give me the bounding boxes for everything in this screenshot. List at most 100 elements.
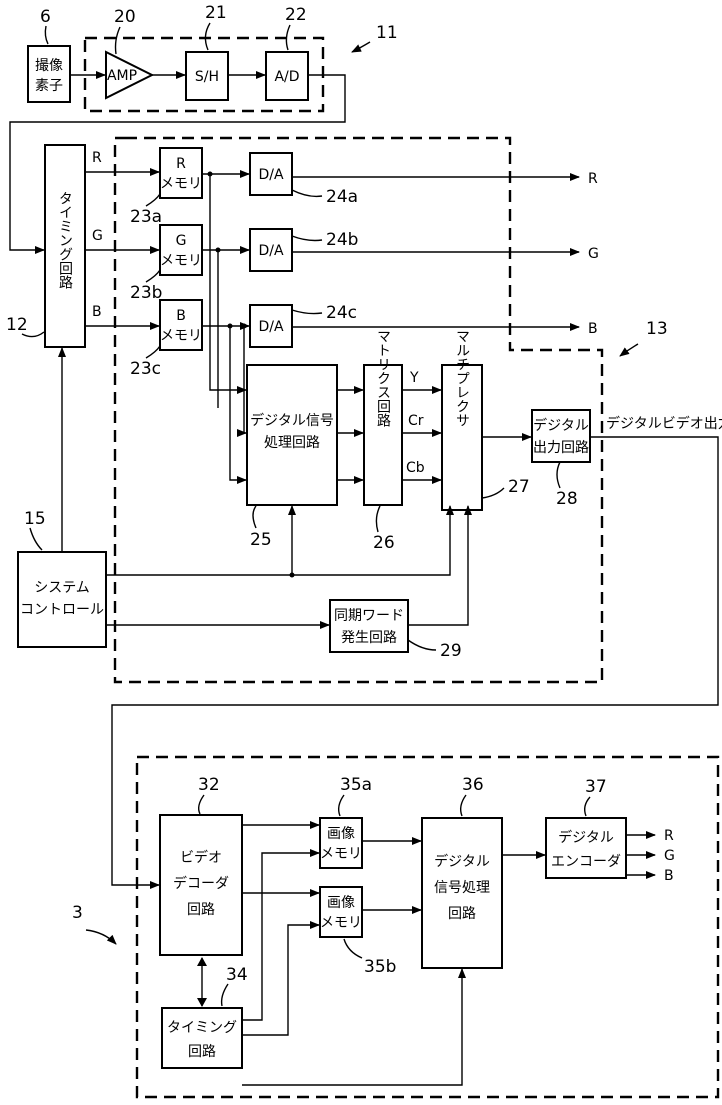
leader-24c — [292, 310, 322, 314]
ref-26: 26 — [373, 533, 395, 553]
leader-23b — [146, 270, 160, 282]
dsp-label-2: 処理回路 — [264, 435, 320, 451]
amp-label: AMP — [107, 68, 137, 84]
leader-22 — [286, 25, 290, 50]
ref-11: 11 — [376, 23, 398, 43]
leader-24a — [292, 190, 322, 196]
matrix-label: マトリクス回路 — [375, 329, 391, 427]
leader-15 — [30, 528, 42, 550]
leader-13 — [620, 344, 638, 356]
junction — [242, 324, 247, 329]
system-control-box — [18, 552, 106, 647]
system-control-label-1: システム — [34, 580, 90, 596]
enc-r-label: R — [664, 828, 674, 844]
leader-37 — [585, 797, 590, 816]
ref-6: 6 — [40, 7, 51, 27]
sync-word-label-2: 発生回路 — [341, 630, 397, 646]
imager-label-2: 素子 — [35, 78, 63, 94]
leader-36 — [461, 795, 466, 816]
out-b-label: B — [588, 321, 598, 337]
leader-27 — [482, 488, 504, 498]
ref-21: 21 — [205, 3, 227, 23]
leader-25 — [253, 506, 256, 528]
ref-12: 12 — [6, 315, 28, 335]
wire-sys-mux — [106, 506, 450, 575]
sig-cb-label: Cb — [406, 460, 425, 476]
wire-tim-mema — [242, 853, 319, 1020]
junction — [228, 324, 233, 329]
digital-output-label-1: デジタル — [533, 417, 589, 434]
ref-23b: 23b — [130, 283, 162, 303]
digital-output-label-2: 出力回路 — [533, 440, 589, 456]
sig-g-label: G — [92, 228, 103, 244]
r-memory-label-1: R — [176, 156, 186, 172]
leader-6 — [45, 26, 48, 44]
ref-36: 36 — [462, 775, 484, 795]
dsp2-label-1: デジタル — [434, 853, 490, 870]
ref-15: 15 — [24, 509, 46, 529]
leader-29 — [408, 640, 436, 650]
out-g-label: G — [588, 246, 599, 262]
leader-32 — [199, 795, 204, 814]
sig-r-label: R — [92, 150, 102, 166]
ref-25: 25 — [250, 530, 272, 550]
da-g-label: D/A — [258, 243, 283, 259]
b-memory-label-1: B — [176, 308, 186, 324]
ref-29: 29 — [440, 641, 462, 661]
leader-11 — [352, 42, 370, 52]
ref-24c: 24c — [326, 303, 357, 323]
timing-circuit-2-label-1: タイミング — [167, 1020, 237, 1036]
timing-circuit-2-label-2: 回路 — [188, 1044, 216, 1060]
ref-13: 13 — [646, 319, 668, 339]
ad-label: A/D — [274, 69, 299, 85]
r-memory-label-2: メモリ — [160, 176, 202, 192]
ref-23a: 23a — [130, 207, 162, 227]
ref-35a: 35a — [340, 775, 372, 795]
wire-r-dsp — [210, 174, 246, 390]
leader-24b — [292, 236, 322, 241]
ref-34: 34 — [226, 965, 248, 985]
system-control-label-2: コントロール — [20, 602, 104, 618]
ref-22: 22 — [285, 5, 307, 25]
leader-35a — [339, 795, 344, 816]
g-memory-label-2: メモリ — [160, 253, 202, 269]
leader-28 — [557, 462, 560, 488]
wire-sync-mux — [408, 506, 468, 625]
sig-b-label: B — [92, 304, 102, 320]
leader-35b — [344, 939, 362, 958]
encoder-label-2: エンコーダ — [551, 854, 621, 870]
video-decoder-label-1: ビデオ — [180, 849, 222, 866]
ref-32: 32 — [198, 775, 220, 795]
leader-20 — [116, 27, 121, 54]
enc-g-label: G — [664, 848, 675, 864]
ref-27: 27 — [508, 477, 530, 497]
g-memory-label-1: G — [176, 233, 187, 249]
b-memory-label-2: メモリ — [160, 328, 202, 344]
leader-34 — [222, 984, 228, 1006]
wire-tim-memb — [242, 925, 319, 1035]
digital-video-out-label: デジタルビデオ出力 — [606, 415, 722, 432]
leader-23a — [146, 194, 160, 206]
ref-35b: 35b — [364, 957, 396, 977]
out-r-label: R — [588, 171, 598, 187]
ref-37: 37 — [585, 777, 607, 797]
leader-26 — [376, 506, 380, 532]
junction — [290, 573, 295, 578]
dsp2-label-3: 回路 — [448, 906, 476, 922]
leader-3 — [86, 930, 116, 944]
image-memory-a-label-1: 画像 — [327, 826, 355, 842]
encoder-label-1: デジタル — [558, 829, 614, 846]
imager-label-1: 撮像 — [35, 57, 63, 74]
sync-word-label-1: 同期ワード — [334, 608, 404, 624]
ref-28: 28 — [556, 489, 578, 509]
ref-24b: 24b — [326, 230, 358, 250]
video-decoder-label-2: デコーダ — [173, 875, 229, 892]
sig-cr-label: Cr — [408, 413, 424, 429]
wire-tim-dsp2 — [242, 969, 462, 1085]
video-decoder-label-3: 回路 — [187, 902, 215, 918]
junction — [208, 172, 213, 177]
da-b-label: D/A — [258, 319, 283, 335]
image-memory-b-label-1: 画像 — [327, 895, 355, 911]
dsp2-label-2: 信号処理 — [434, 880, 490, 896]
